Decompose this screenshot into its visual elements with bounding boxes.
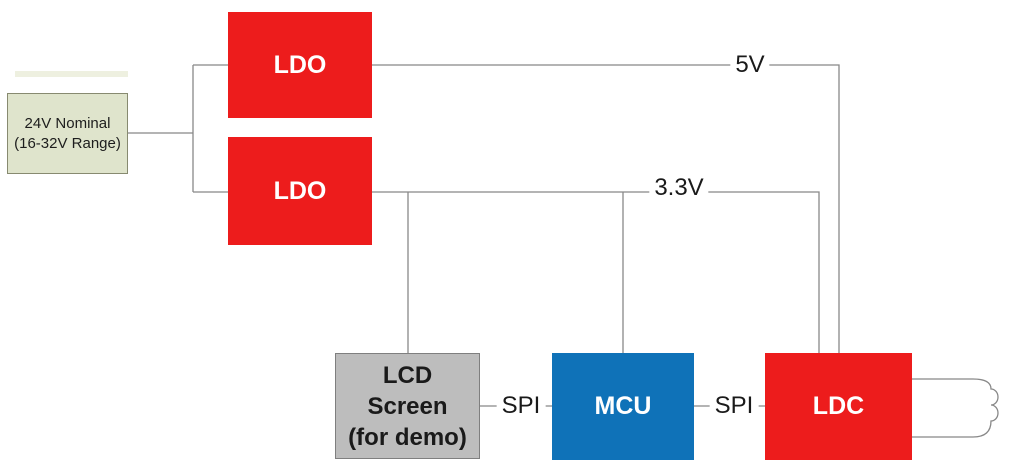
block-lcd-screen: LCD Screen (for demo) — [335, 353, 480, 459]
block-ldo-bottom: LDO — [228, 137, 372, 245]
ldo-bottom-label: LDO — [273, 176, 327, 205]
block-mcu: MCU — [552, 353, 694, 460]
net-label-spi-mcu-ldc: SPI — [709, 392, 759, 420]
block-ldc: LDC — [765, 353, 912, 460]
input-supply-label-line2: (16-32V Range) — [14, 134, 121, 152]
lcd-label-line3: (for demo) — [348, 423, 467, 451]
wire-5v-rail — [372, 64, 840, 353]
net-label-spi-lcd-mcu: SPI — [496, 392, 546, 420]
net-label-3v3: 3.3V — [649, 174, 709, 202]
lcd-label-line1: LCD — [382, 361, 433, 389]
ldc-label: LDC — [812, 392, 865, 420]
inductor-coil-icon — [912, 378, 999, 438]
net-label-5v: 5V — [730, 51, 770, 79]
input-supply-label-line1: 24V Nominal — [24, 114, 111, 132]
ldo-top-label: LDO — [273, 50, 327, 79]
wire-3v3-rail — [372, 191, 820, 353]
mcu-label: MCU — [594, 392, 652, 420]
block-input-supply: 24V Nominal (16-32V Range) — [7, 93, 128, 174]
lcd-label-line2: Screen — [367, 392, 448, 420]
faint-artifact-strip — [15, 71, 128, 77]
block-ldo-top: LDO — [228, 12, 372, 118]
